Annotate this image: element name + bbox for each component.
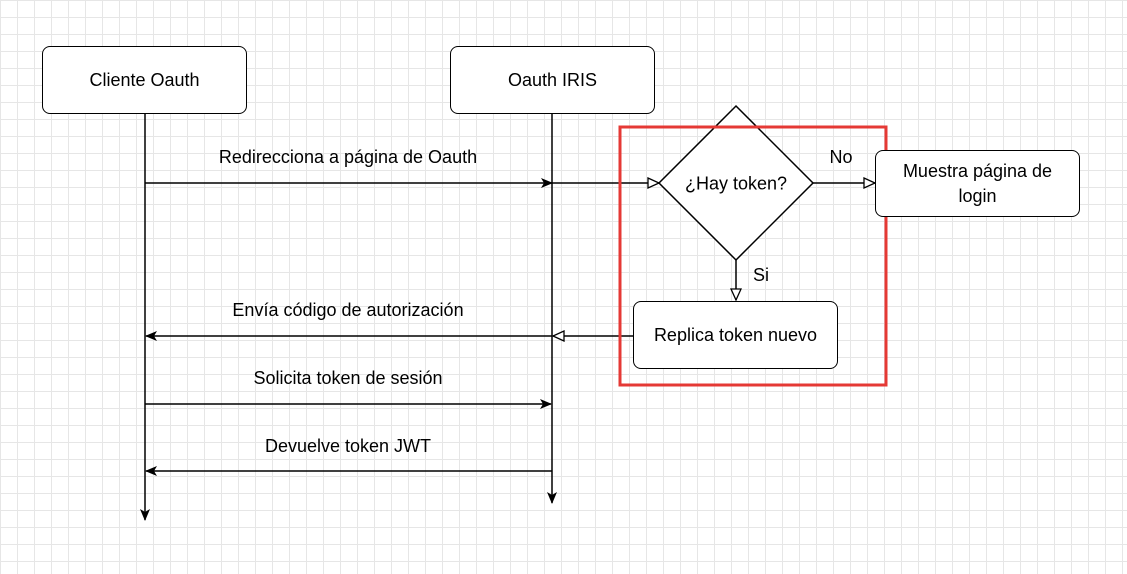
- login-page-box: Muestra página de login: [875, 150, 1080, 217]
- yes-label: Si: [752, 265, 770, 285]
- server-participant: Oauth IRIS: [450, 46, 655, 114]
- server-participant-label: Oauth IRIS: [507, 69, 598, 90]
- highlight-frame: [618, 125, 888, 387]
- request-token-label: Solicita token de sesión: [253, 368, 443, 388]
- replicate-box: Replica token nuevo: [633, 301, 838, 369]
- send-code-label: Envía código de autorización: [232, 300, 464, 320]
- return-token-label: Devuelve token JWT: [264, 436, 432, 456]
- client-participant: Cliente Oauth: [42, 46, 247, 114]
- no-label: No: [829, 147, 853, 167]
- replicate-label: Replica token nuevo: [653, 324, 818, 345]
- login-page-label: Muestra página de login: [902, 161, 1053, 206]
- decision-label: ¿Hay token?: [684, 173, 788, 194]
- client-participant-label: Cliente Oauth: [89, 69, 200, 90]
- redirect-label: Redirecciona a página de Oauth: [218, 147, 478, 167]
